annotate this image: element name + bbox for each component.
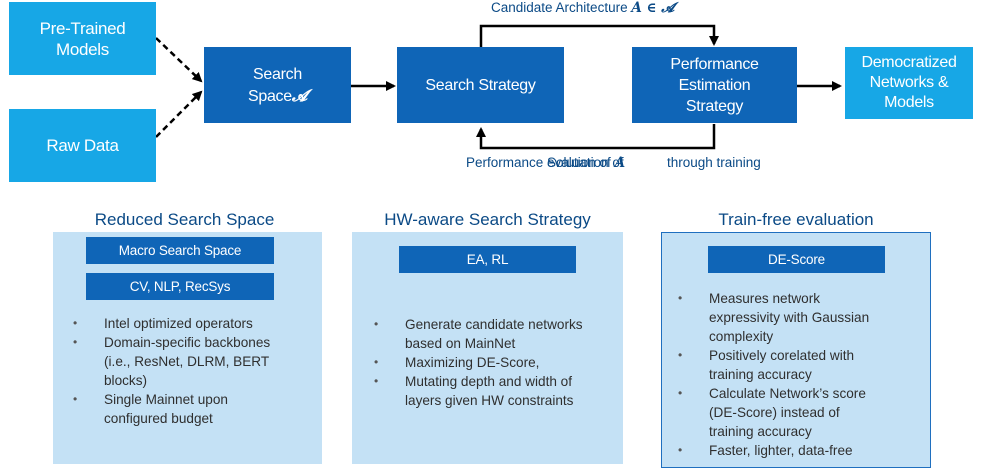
democratized-line-1: Democratized (861, 54, 957, 71)
list-item: Generate candidate networks based on Main… (374, 315, 619, 353)
democratized-line-3: Models (884, 94, 934, 111)
list-item: Measures network expressivity with Gaussi… (678, 289, 928, 346)
performance-estimation-box: Performance Estimation Strategy (632, 47, 797, 123)
reduced-search-space-title: Reduced Search Space (94, 210, 275, 229)
list-item: Domain-specific backbones (i.e., ResNet, … (73, 333, 318, 390)
reduced-search-space-panel: Macro Search Space CV, NLP, RecSys Intel… (53, 232, 322, 464)
bullet-line: configured budget (104, 411, 213, 426)
list-item: Mutating depth and width of layers given … (374, 372, 619, 410)
raw-data-label: Raw Data (46, 136, 119, 155)
train-free-panel: DE-Score Measures network expressivity wi… (661, 232, 931, 468)
reduced-bullets: Intel optimized operators Domain-specifi… (73, 314, 318, 428)
arrow-feedback-loop (476, 124, 716, 150)
democratized-box: Democratized Networks & Models (845, 47, 973, 119)
performance-line-1: Performance (670, 55, 759, 73)
bullet-line: training accuracy (709, 424, 812, 439)
search-space-box: Search Space𝓐 (204, 47, 351, 123)
list-item: Calculate Network’s score (DE-Score) inst… (678, 384, 928, 441)
solution-caption-text: Solution of (547, 155, 611, 170)
ea-rl-tag: EA, RL (399, 246, 576, 273)
pretrained-models-box: Pre-Trained Models (9, 2, 156, 75)
train-free-bullets: Measures network expressivity with Gaussi… (678, 289, 928, 460)
performance-eval-text: Performance evaluation of (466, 155, 624, 170)
bullet-line: Faster, lighter, data-free (709, 443, 853, 458)
dashed-arrow-pretrained (155, 37, 203, 83)
bullet-line: based on MainNet (405, 336, 516, 351)
bullet-line: Domain-specific backbones (104, 335, 271, 350)
list-item: Intel optimized operators (73, 314, 318, 333)
search-strategy-box: Search Strategy (397, 47, 564, 123)
hw-aware-bullets: Generate candidate networks based on Main… (374, 315, 619, 410)
pretrained-line-2: Models (55, 39, 109, 59)
arrow-candidate-loop (479, 24, 719, 47)
bullet-line: Calculate Network’s score (709, 386, 866, 401)
list-item: Maximizing DE-Score, (374, 353, 619, 372)
bullet-line: Intel optimized operators (104, 316, 253, 331)
through-training-caption: through training (667, 155, 761, 170)
bullet-line: layers given HW constraints (405, 393, 574, 408)
bullet-line: blocks) (104, 373, 148, 388)
cv-nlp-recsys-tag: CV, NLP, RecSys (86, 273, 274, 300)
raw-data-box: Raw Data (9, 109, 156, 182)
candidate-caption-text: Candidate Architecture (491, 0, 628, 15)
bullet-line: Maximizing DE-Score, (405, 355, 540, 370)
bullet-line: Single Mainnet upon (104, 392, 228, 407)
macro-search-space-tag: Macro Search Space (86, 237, 274, 264)
candidate-architecture-caption: Candidate Architecture 𝑨 ∈ 𝓐 (491, 0, 674, 16)
candidate-caption-math: 𝑨 ∈ 𝓐 (631, 0, 675, 16)
search-space-line-1: Search (253, 65, 302, 83)
bullet-line: Positively corelated with (709, 348, 855, 363)
bullet-line: expressivity with Gaussian (709, 310, 870, 325)
performance-eval-caption: Performance evaluation of (466, 155, 624, 170)
search-space-symbol: 𝓐 (291, 85, 308, 105)
bullet-line: training accuracy (709, 367, 812, 382)
list-item: Single Mainnet upon configured budget (73, 390, 318, 428)
list-item: Positively corelated with training accura… (678, 346, 928, 384)
bullet-line: (DE-Score) instead of (709, 405, 840, 420)
pretrained-line-1: Pre-Trained (39, 18, 126, 38)
bullet-line: Measures network (709, 291, 821, 306)
performance-line-2: Estimation (678, 76, 751, 94)
de-score-tag: DE-Score (708, 246, 885, 273)
search-space-line-2: Space𝓐 (248, 85, 307, 107)
bullet-line: complexity (709, 329, 774, 344)
bullet-line: Generate candidate networks (405, 317, 583, 332)
through-training-text: through training (667, 155, 761, 170)
hw-aware-panel: EA, RL Generate candidate networks based … (352, 232, 623, 464)
democratized-line-2: Networks & (869, 74, 949, 91)
solution-caption: Solution of 𝑨 (547, 155, 625, 171)
bullet-line: Mutating depth and width of (405, 374, 573, 389)
performance-line-3: Strategy (685, 97, 744, 115)
list-item: Faster, lighter, data-free (678, 441, 928, 460)
search-strategy-label: Search Strategy (425, 76, 536, 94)
hw-aware-title: HW-aware Search Strategy (384, 210, 591, 229)
bullet-line: (i.e., ResNet, DLRM, BERT (104, 354, 270, 369)
dashed-arrow-rawdata (155, 90, 203, 138)
search-space-word: Space (247, 87, 292, 105)
train-free-title: Train-free evaluation (718, 210, 874, 229)
solution-caption-math: 𝑨 (614, 155, 626, 171)
